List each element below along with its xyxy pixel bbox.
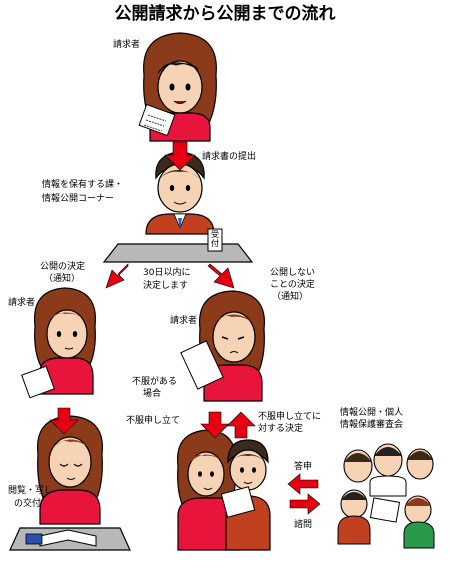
arrow-up-decision — [226, 411, 256, 439]
arrow-right-consultation — [289, 493, 321, 515]
label-decision-on-objection-1: 不服申し立てに — [258, 412, 322, 422]
label-objection: 不服申し立て — [126, 416, 181, 426]
label-report: 答申 — [294, 462, 313, 472]
label-decision-not-disclose-2: ことの決定 — [270, 280, 315, 290]
label-dissatisfied-1: 不服がある — [132, 377, 178, 387]
label-review-board-1: 情報公開・個人 — [340, 408, 404, 418]
label-requester-top: 請求者 — [113, 40, 141, 50]
label-review-board-2: 情報保護審査会 — [340, 420, 404, 430]
label-decision-on-objection-2: 対する決定 — [258, 424, 304, 434]
woman-top — [138, 32, 217, 142]
label-submit-request: 請求書の提出 — [202, 152, 257, 162]
woman-middle — [180, 290, 265, 402]
label-within-30-days-2: 決定します — [143, 281, 189, 291]
label-holding-section-2: 情報公開コーナー — [42, 194, 115, 204]
label-viewing-2: の交付 — [14, 499, 42, 509]
label-requester-middle: 請求者 — [170, 316, 198, 326]
review-board-group — [337, 443, 435, 549]
open-book — [39, 529, 97, 547]
arrow-down-objection — [200, 411, 230, 439]
arrow-down-1 — [164, 141, 196, 171]
label-within-30-days-1: 30日以内に — [143, 268, 191, 278]
arrow-diag-right — [207, 263, 235, 289]
arrow-down-left — [49, 407, 79, 435]
woman-left — [21, 287, 97, 399]
label-holding-section-1: 情報を保有する課・ — [42, 180, 124, 190]
label-decision-disclose-1: 公開の決定 — [40, 262, 86, 272]
label-viewing-1: 閲覧・写し — [8, 486, 54, 496]
blue-book — [25, 533, 43, 545]
label-decision-disclose-2: （通知） — [44, 274, 81, 284]
label-decision-not-disclose-1: 公開しない — [270, 268, 316, 278]
label-dissatisfied-2: 場合 — [143, 389, 162, 399]
label-requester-left: 請求者 — [8, 298, 36, 308]
reception-sign-label: 受付 — [211, 230, 219, 248]
page-title: 公開請求から公開までの流れ — [114, 4, 336, 24]
couple-discussing — [176, 429, 271, 551]
label-decision-not-disclose-3: （通知） — [272, 292, 309, 302]
label-consultation: 諮問 — [294, 520, 313, 530]
woman-reading — [37, 415, 103, 525]
arrow-diag-left — [105, 263, 129, 289]
reception-sign-box — [207, 228, 223, 252]
arrow-left-report — [287, 473, 319, 495]
